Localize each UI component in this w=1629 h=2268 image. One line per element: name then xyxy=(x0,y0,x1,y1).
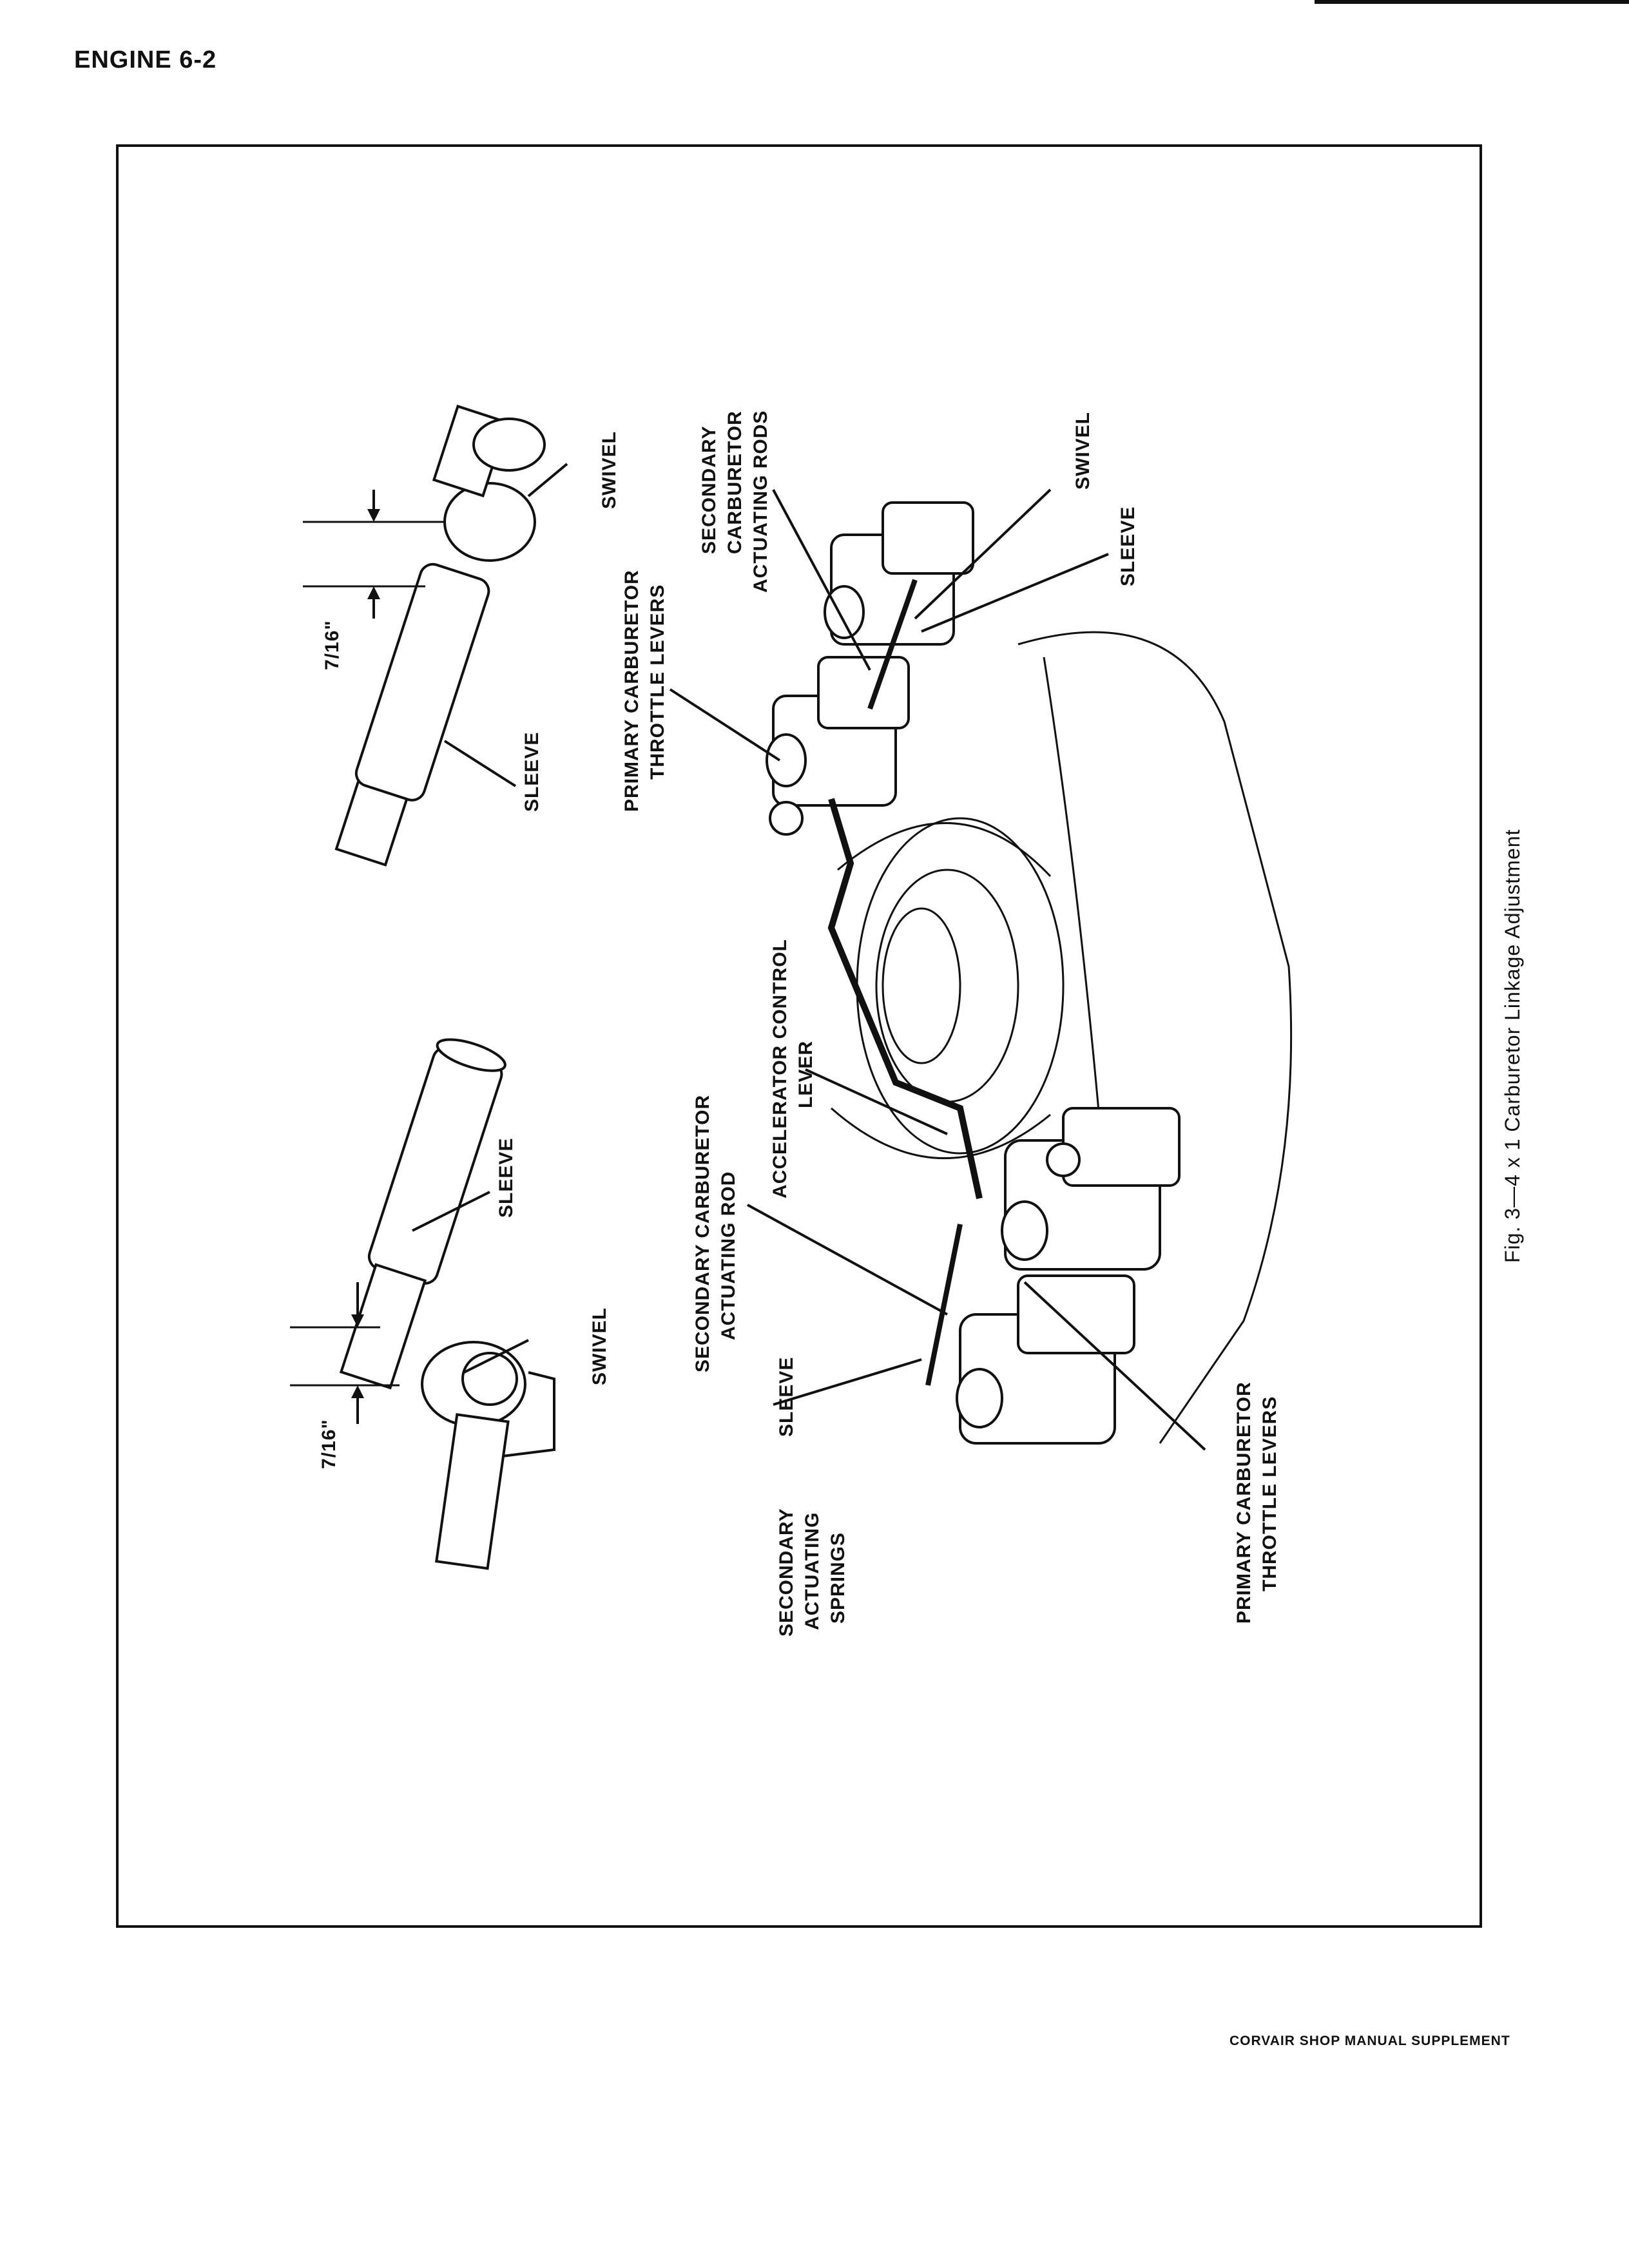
secondary-springs-label-1: SECONDARY xyxy=(776,1508,797,1637)
right-dimension-label: 7/16" xyxy=(322,620,343,670)
primary-levers-bottom-label-1: PRIMARY CARBURETOR xyxy=(1233,1381,1255,1624)
figure-caption: Fig. 3—4 x 1 Carburetor Linkage Adjustme… xyxy=(1501,829,1524,1263)
top-rule xyxy=(1315,0,1629,4)
secondary-actuating-rods-label-2: CARBURETOR xyxy=(724,410,746,554)
right-sleeve-swivel-detail: SLEEVE SWIVEL 7/16" xyxy=(303,405,620,867)
page-footer: CORVAIR SHOP MANUAL SUPPLEMENT xyxy=(1229,2033,1510,2048)
secondary-springs-label-2: ACTUATING xyxy=(802,1512,823,1630)
upper-carburetors xyxy=(766,501,974,836)
page-header: ENGINE 6-2 xyxy=(74,46,217,73)
main-sleeve-top-label: SLEEVE xyxy=(1117,506,1139,586)
left-swivel-label: SWIVEL xyxy=(589,1307,610,1385)
engine-linkage-illustration xyxy=(766,501,1293,1445)
secondary-actuating-rods-label-3: ACTUATING RODS xyxy=(750,410,771,593)
right-swivel-label: SWIVEL xyxy=(599,431,620,509)
secondary-actuating-rods-label-1: SECONDARY xyxy=(699,425,720,554)
left-dimension-label: 7/16" xyxy=(318,1419,340,1469)
cross-shaft-rod xyxy=(827,798,983,1200)
accelerator-control-lever-label-2: LEVER xyxy=(795,1041,816,1108)
secondary-actuating-rod-label-2: ACTUATING ROD xyxy=(718,1171,739,1340)
accelerator-control-lever-label-1: ACCELERATOR CONTROL xyxy=(769,939,791,1198)
lower-carburetors xyxy=(956,1107,1181,1445)
secondary-springs-label-3: SPRINGS xyxy=(827,1532,849,1624)
primary-levers-top-label-1: PRIMARY CARBURETOR xyxy=(621,570,642,812)
left-sleeve-label: SLEEVE xyxy=(496,1138,517,1218)
right-sleeve-label: SLEEVE xyxy=(521,732,543,812)
primary-levers-top-label-2: THROTTLE LEVERS xyxy=(647,584,668,780)
main-sleeve-bottom-label: SLEEVE xyxy=(776,1357,797,1437)
left-sleeve-swivel-detail: SLEEVE SWIVEL 7/16" xyxy=(290,1038,610,1570)
secondary-actuating-rod-label-1: SECONDARY CARBURETOR xyxy=(692,1095,713,1372)
figure-frame xyxy=(116,144,1482,1928)
main-swivel-label: SWIVEL xyxy=(1072,412,1094,490)
primary-levers-bottom-label-2: THROTTLE LEVERS xyxy=(1259,1396,1280,1591)
